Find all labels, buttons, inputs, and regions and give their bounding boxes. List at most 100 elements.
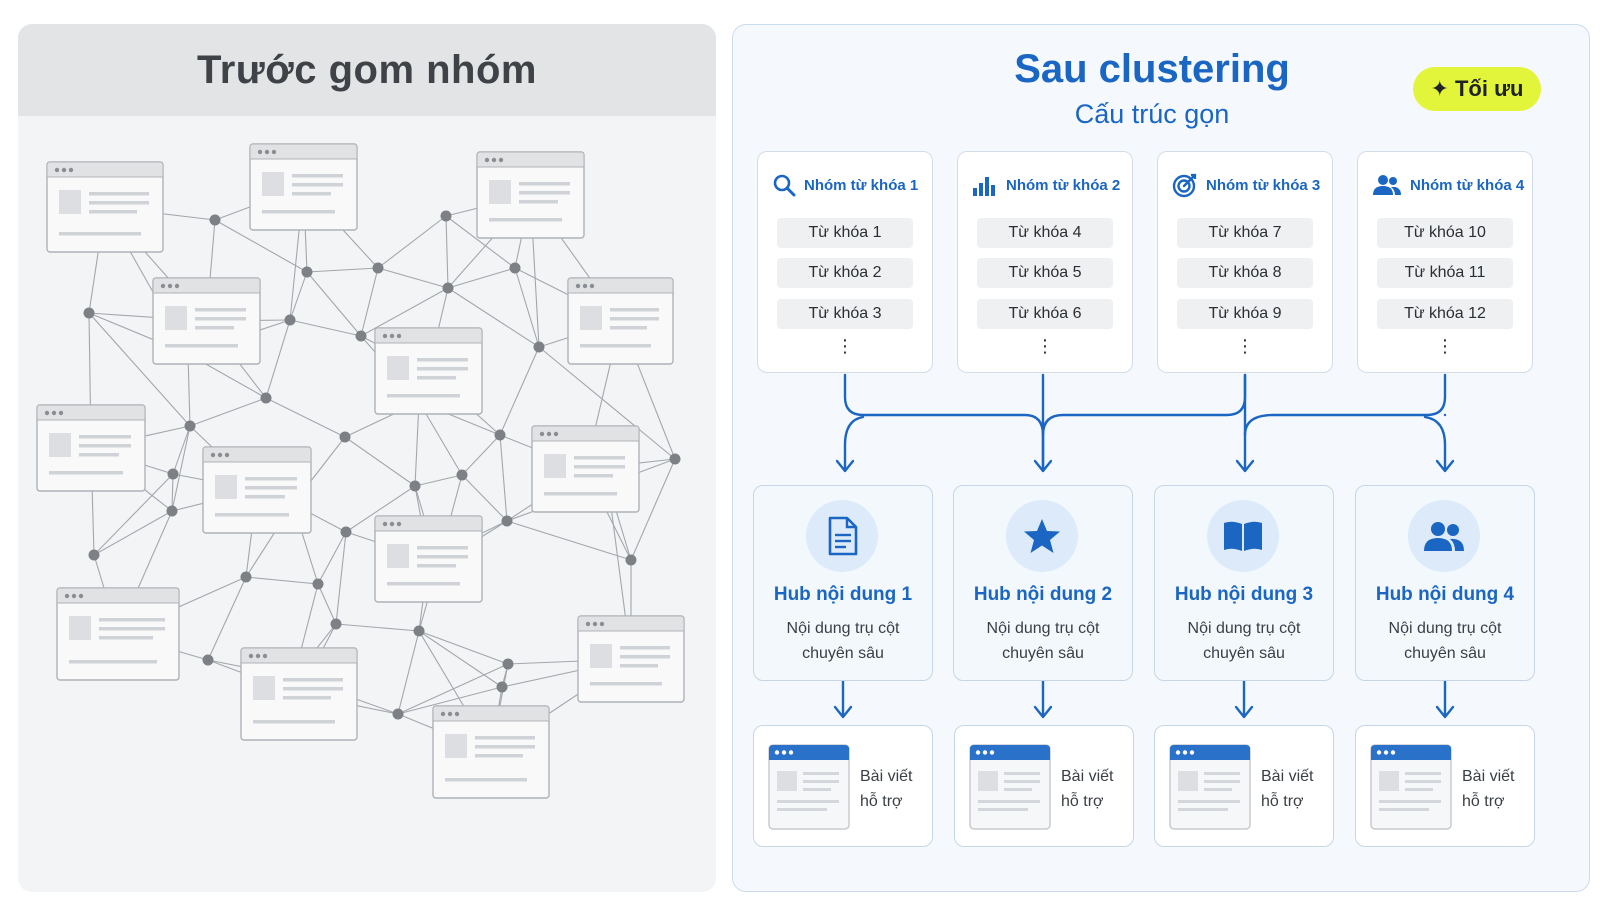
connection-line <box>245 576 319 585</box>
hub-title: Hub nội dung 4 <box>1375 584 1515 605</box>
hub-description-line: chuyên sâu <box>1203 645 1285 662</box>
webpage-icon <box>1169 744 1251 830</box>
hub-description-line: Nội dung trụ cột <box>986 620 1100 637</box>
book-icon <box>1207 500 1279 572</box>
star-icon <box>1006 500 1078 572</box>
group-header: Nhóm từ khóa 1 <box>772 172 926 198</box>
webpage-icon <box>531 425 640 513</box>
network-node <box>167 468 179 480</box>
network-node <box>625 554 637 566</box>
post-label-line: Bài viết <box>1261 768 1314 785</box>
after-title: Sau clustering <box>1014 47 1290 91</box>
network-node <box>240 571 252 583</box>
hub-description-line: chuyên sâu <box>802 645 884 662</box>
supporting-post-3: Bài viết hỗ trợ <box>1154 725 1334 847</box>
hub-description-line: Nội dung trụ cột <box>786 620 900 637</box>
group-header: Nhóm từ khóa 4 <box>1372 172 1526 198</box>
group-header: Nhóm từ khóa 3 <box>1172 172 1326 198</box>
connection-line <box>344 436 416 487</box>
network-node <box>355 330 367 342</box>
more-keywords-indicator: ⋮ <box>1436 336 1454 356</box>
webpage-icon <box>56 587 180 681</box>
webpage-icon <box>36 404 146 492</box>
connection-line <box>445 215 449 289</box>
group-title: Nhóm từ khóa 4 <box>1410 176 1525 194</box>
badge-label: Tối ưu <box>1454 76 1524 101</box>
post-label-line: hỗ trợ <box>860 793 903 810</box>
hub-description: Nội dung trụ cột chuyên sâu <box>1370 616 1520 666</box>
group-title: Nhóm từ khóa 2 <box>1006 176 1121 194</box>
connection-line <box>317 531 347 585</box>
tangled-page-network <box>36 143 685 799</box>
connection-line <box>289 271 308 321</box>
post-label-line: Bài viết <box>860 768 913 785</box>
post-label: Bài viết hỗ trợ <box>1462 764 1532 814</box>
keyword-pill: Từ khóa 6 <box>977 299 1113 329</box>
webpage-icon <box>567 277 674 365</box>
more-keywords-indicator: ⋮ <box>1036 336 1054 356</box>
network-node <box>496 681 508 693</box>
post-label: Bài viết hỗ trợ <box>1261 764 1331 814</box>
group-header: Nhóm từ khóa 2 <box>972 172 1126 198</box>
network-node <box>409 480 421 492</box>
hub-title: Hub nội dung 2 <box>973 584 1113 605</box>
content-hub-3: Hub nội dung 3 Nội dung trụ cột chuyên s… <box>1154 485 1334 681</box>
post-label-line: hỗ trợ <box>1261 793 1304 810</box>
network-node <box>392 708 404 720</box>
webpage-icon <box>969 744 1051 830</box>
keyword-pill: Từ khóa 2 <box>777 258 913 288</box>
supporting-post-2: Bài viết hỗ trợ <box>954 725 1134 847</box>
post-label: Bài viết hỗ trợ <box>860 764 930 814</box>
connection-line <box>377 267 449 289</box>
connection-line <box>172 425 191 475</box>
connection-line <box>499 434 508 522</box>
post-label-line: hỗ trợ <box>1061 793 1104 810</box>
connection-line <box>187 353 191 427</box>
keyword-pill: Từ khóa 8 <box>1177 258 1313 288</box>
connection-line <box>397 630 420 715</box>
webpage-icon <box>476 151 585 239</box>
network-node <box>284 314 296 326</box>
connection-line <box>171 425 191 512</box>
network-node <box>442 282 454 294</box>
network-node <box>501 515 513 527</box>
connection-line <box>360 267 379 337</box>
keyword-pill: Từ khóa 3 <box>777 299 913 329</box>
hub-title: Hub nội dung 1 <box>773 584 913 605</box>
post-label-line: Bài viết <box>1462 768 1515 785</box>
keyword-pill: Từ khóa 10 <box>1377 218 1513 248</box>
connection-line <box>506 520 632 561</box>
flow-arrows <box>833 373 1455 719</box>
network-node <box>509 262 521 274</box>
webpage-icon <box>152 277 261 365</box>
keyword-pill: Từ khóa 4 <box>977 218 1113 248</box>
hub-description: Nội dung trụ cột chuyên sâu <box>968 616 1118 666</box>
network-node <box>502 658 514 670</box>
connection-line <box>306 267 379 273</box>
group-title: Nhóm từ khóa 3 <box>1206 176 1321 194</box>
webpage-icon <box>202 446 312 534</box>
optimized-badge: ✦ Tối ưu <box>1413 67 1541 111</box>
connection-line <box>630 458 676 561</box>
keyword-group-1: Nhóm từ khóa 1 Từ khóa 1 Từ khóa 2 Từ kh… <box>757 151 933 373</box>
connection-line <box>345 485 416 533</box>
webpage-icon <box>432 705 550 799</box>
post-label: Bài viết hỗ trợ <box>1061 764 1131 814</box>
group-title: Nhóm từ khóa 1 <box>804 176 919 194</box>
network-node <box>209 214 221 226</box>
network-node <box>260 392 272 404</box>
keyword-pill: Từ khóa 1 <box>777 218 913 248</box>
before-panel: Trước gom nhóm <box>18 24 716 892</box>
network-node <box>440 210 452 222</box>
connection-line <box>335 623 420 632</box>
supporting-post-1: Bài viết hỗ trợ <box>753 725 933 847</box>
hub-description-line: Nội dung trụ cột <box>1388 620 1502 637</box>
webpage-icon <box>249 143 358 231</box>
webpage-icon <box>374 327 483 415</box>
after-panel: Sau clustering Cấu trúc gọn ✦ Tối ưu Nhó… <box>732 24 1590 892</box>
keyword-pill: Từ khóa 5 <box>977 258 1113 288</box>
network-node <box>312 578 324 590</box>
content-hub-4: Hub nội dung 4 Nội dung trụ cột chuyên s… <box>1355 485 1535 681</box>
content-hub-1: Hub nội dung 1 Nội dung trụ cột chuyên s… <box>753 485 933 681</box>
keyword-group-3: Nhóm từ khóa 3 Từ khóa 7 Từ khóa 8 Từ kh… <box>1157 151 1333 373</box>
